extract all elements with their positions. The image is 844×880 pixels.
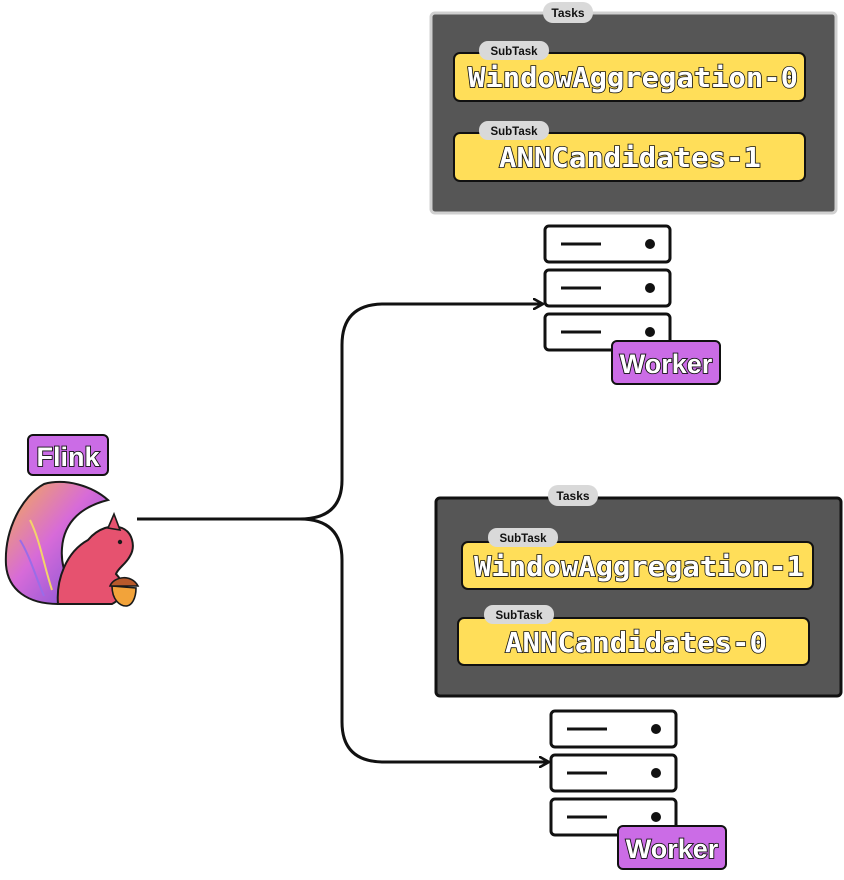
worker-badge-2: Worker: [617, 825, 727, 870]
flink-logo-acorn: [111, 585, 137, 607]
worker-label: Worker: [620, 349, 713, 379]
arrow-to-worker-1: [137, 304, 543, 521]
subtask-badge: SubTask: [495, 610, 543, 622]
subtask-card: ANNCandidates-1 SubTask: [453, 121, 806, 182]
tasks-label: Tasks: [556, 489, 589, 503]
subtask-name: ANNCandidates-1: [499, 141, 761, 174]
subtask-name: WindowAggregation-0: [468, 61, 798, 94]
subtask-card: WindowAggregation-1 SubTask: [461, 528, 814, 590]
subtask-badge: SubTask: [499, 533, 547, 545]
server-rack-icon: [549, 709, 678, 837]
worker-label: Worker: [626, 834, 719, 864]
node-2: Tasks WindowAggregation-1 SubTask ANNCan…: [434, 485, 843, 870]
flink-logo: [4, 480, 140, 607]
worker-badge-1: Worker: [611, 340, 721, 385]
flink-label: Flink: [36, 442, 100, 472]
subtask-badge: SubTask: [490, 126, 538, 138]
tasks-panel-2: [434, 496, 843, 698]
subtask-card: WindowAggregation-0 SubTask: [453, 41, 806, 102]
subtask-name: WindowAggregation-1: [474, 550, 804, 583]
connector-arrows: [137, 304, 549, 762]
tasks-label: Tasks: [551, 6, 584, 20]
subtask-card: ANNCandidates-0 SubTask: [457, 605, 810, 666]
server-rack-icon: [543, 224, 672, 352]
tasks-pill-2: Tasks: [548, 485, 598, 506]
subtask-name: ANNCandidates-0: [505, 626, 767, 659]
arrow-to-worker-2: [299, 517, 549, 762]
tasks-pill-1: Tasks: [543, 2, 593, 23]
subtask-badge: SubTask: [490, 46, 538, 58]
node-1: Tasks WindowAggregation-0 SubTask ANNCan…: [429, 2, 838, 385]
flink-label-badge: Flink: [27, 434, 109, 476]
